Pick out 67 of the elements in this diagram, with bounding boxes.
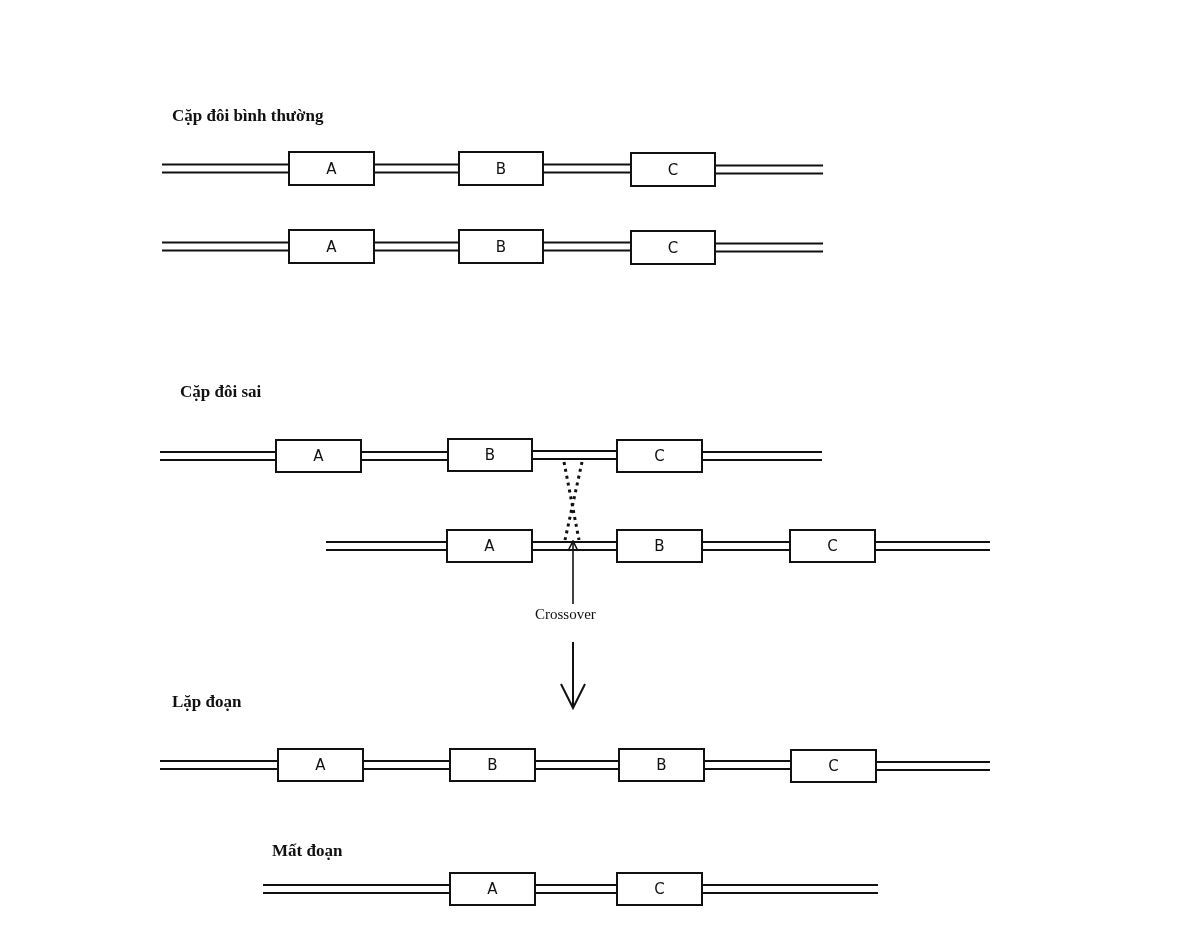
gene-box — [790, 749, 877, 783]
gene-letter: C — [828, 757, 839, 775]
gene-box — [447, 438, 533, 472]
gene-letter: B — [484, 446, 496, 464]
gene-box — [618, 748, 705, 782]
gene-letter: C — [827, 537, 838, 555]
gene-box — [288, 151, 375, 186]
chromosome-line — [363, 760, 450, 770]
gene-letter: A — [326, 159, 337, 178]
gene-letter: A — [487, 880, 498, 898]
gene-letter: C — [654, 447, 665, 465]
gene-box — [458, 229, 544, 264]
chromosome-line — [325, 541, 447, 551]
section-heading: Cặp đôi sai — [180, 382, 262, 402]
gene-box — [277, 748, 364, 782]
gene-letter: A — [315, 756, 326, 774]
leader-line — [567, 540, 579, 605]
section-heading: Cặp đôi bình thường — [172, 106, 324, 126]
chromosome-line — [702, 541, 790, 551]
gene-box — [616, 529, 703, 563]
gene-letter: C — [667, 238, 679, 257]
chromosome-line — [704, 760, 791, 770]
gene-letter: B — [656, 756, 667, 774]
chromosome-line — [361, 451, 448, 461]
chromosome-line — [161, 163, 289, 174]
gene-box — [446, 529, 533, 563]
gene-box — [449, 872, 536, 906]
crossover-mark — [562, 461, 584, 541]
gene-letter: A — [326, 237, 337, 256]
chromosome-line — [374, 163, 459, 174]
gene-box — [616, 872, 703, 906]
section-heading: Mất đoạn — [272, 841, 343, 861]
chromosome-line — [532, 450, 617, 460]
chromosome-line — [543, 241, 631, 252]
gene-box — [630, 152, 716, 187]
gene-box — [616, 439, 703, 473]
chromosome-line — [159, 451, 276, 461]
chromosome-line — [702, 451, 823, 461]
gene-letter: B — [495, 237, 507, 256]
gene-box — [449, 748, 536, 782]
chromosome-line — [159, 760, 278, 770]
chromosome-line — [543, 163, 631, 174]
chromosome-line — [715, 164, 824, 175]
chromosome-line — [535, 884, 617, 894]
chromosome-line — [374, 241, 459, 252]
chromosome-line — [702, 884, 879, 894]
gene-letter: B — [487, 756, 498, 774]
gene-box — [275, 439, 362, 473]
gene-letter: B — [495, 159, 507, 178]
chromosome-line — [262, 884, 450, 894]
gene-letter: C — [667, 160, 679, 179]
section-heading: Lặp đoạn — [172, 692, 242, 712]
chromosome-line — [535, 760, 619, 770]
gene-letter: A — [313, 447, 324, 465]
gene-letter: B — [654, 537, 665, 555]
chromosome-line — [875, 541, 991, 551]
chromosome-line — [876, 761, 991, 771]
gene-letter: A — [484, 537, 495, 555]
gene-letter: C — [654, 880, 665, 898]
gene-box — [458, 151, 544, 186]
chromosome-line — [715, 242, 824, 253]
chromosome-line — [532, 541, 617, 551]
chromosome-line — [161, 241, 289, 252]
crossover-label: Crossover — [535, 606, 611, 626]
gene-box — [630, 230, 716, 265]
gene-box — [288, 229, 375, 264]
gene-box — [789, 529, 876, 563]
